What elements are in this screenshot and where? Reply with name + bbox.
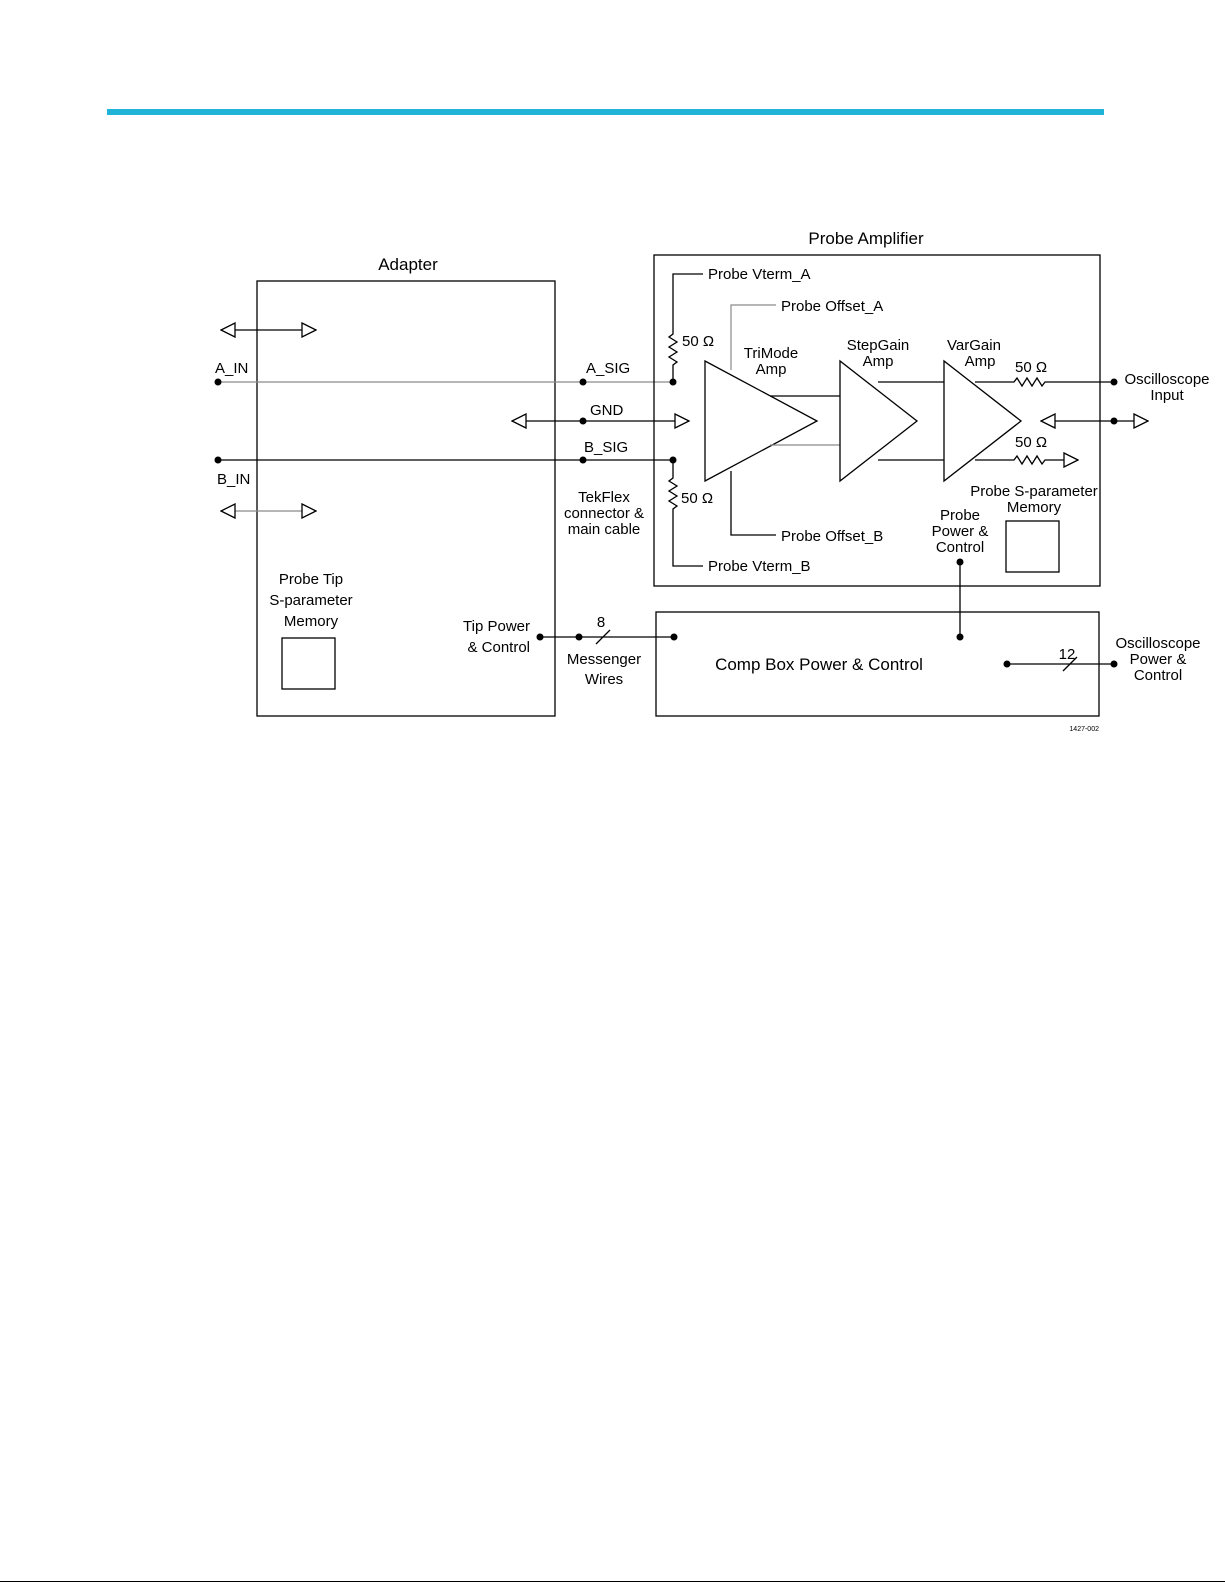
messenger-count: 8 bbox=[597, 614, 605, 631]
vterm-a-node bbox=[669, 378, 677, 386]
b-in-label: B_IN bbox=[217, 471, 250, 488]
vterm-b-wire bbox=[667, 460, 703, 567]
header-rule bbox=[107, 109, 1104, 115]
tekflex-label-1: TekFlex bbox=[578, 489, 630, 506]
probe-tip-memory-label-2: S-parameter bbox=[269, 592, 352, 609]
probe-power-label-3: Control bbox=[936, 539, 984, 556]
vterm-a-label: Probe Vterm_A bbox=[708, 266, 811, 283]
tekflex-label-3: main cable bbox=[568, 521, 641, 538]
messenger-label-1: Messenger bbox=[567, 651, 641, 668]
output-bottom-wire bbox=[975, 456, 1078, 464]
tip-power-label-2: & Control bbox=[467, 639, 530, 656]
osc-power-label-3: Control bbox=[1134, 667, 1182, 684]
osc-power-label-1: Oscilloscope bbox=[1115, 635, 1200, 652]
vargain-label-2: Amp bbox=[965, 353, 996, 370]
osc-input-label-2: Input bbox=[1150, 387, 1184, 404]
stepgain-label-2: Amp bbox=[863, 353, 894, 370]
a-in-label: A_IN bbox=[215, 360, 248, 377]
osc-input-node bbox=[1110, 378, 1118, 386]
stepgain-amp bbox=[839, 359, 919, 483]
comp-box-title: Comp Box Power & Control bbox=[715, 655, 923, 674]
trimode-label-2: Amp bbox=[756, 361, 787, 378]
probe-tip-memory-chip bbox=[281, 637, 336, 690]
output-top-wire bbox=[975, 376, 1114, 388]
comp-box-bus-count: 12 bbox=[1059, 646, 1076, 663]
sparam-memory-chip bbox=[1005, 520, 1060, 573]
b-sig-label: B_SIG bbox=[584, 439, 628, 456]
probe-tip-memory-label-3: Memory bbox=[284, 613, 339, 630]
offset-b-wire bbox=[730, 471, 776, 536]
b-in-node bbox=[214, 456, 222, 464]
stepgain-label-1: StepGain bbox=[847, 337, 910, 354]
messenger-node bbox=[575, 633, 583, 641]
gnd-node bbox=[579, 417, 587, 425]
tekflex-label-2: connector & bbox=[564, 505, 644, 522]
probe-power-label-1: Probe bbox=[940, 507, 980, 524]
a-sig-label: A_SIG bbox=[586, 360, 630, 377]
trimode-label-1: TriMode bbox=[744, 345, 798, 362]
a-sig-node bbox=[579, 378, 587, 386]
osc-power-node bbox=[1110, 660, 1118, 668]
osc-input-label-1: Oscilloscope bbox=[1124, 371, 1209, 388]
adapter-title: Adapter bbox=[378, 255, 438, 274]
vargain-amp bbox=[943, 359, 1023, 483]
trimode-amp bbox=[704, 359, 819, 483]
sparam-memory-label-2: Memory bbox=[1007, 499, 1062, 516]
offset-a-label: Probe Offset_A bbox=[781, 298, 883, 315]
vterm-b-label: Probe Vterm_B bbox=[708, 558, 811, 575]
a-in-node bbox=[214, 378, 222, 386]
messenger-label-2: Wires bbox=[585, 671, 623, 688]
offset-a-wire bbox=[730, 304, 776, 370]
probe-amplifier-title: Probe Amplifier bbox=[808, 229, 924, 248]
out-res-bottom-label: 50 Ω bbox=[1015, 434, 1047, 451]
osc-power-label-2: Power & bbox=[1130, 651, 1187, 668]
osc-ground-node bbox=[1110, 417, 1118, 425]
vargain-label-1: VarGain bbox=[947, 337, 1001, 354]
footer-rule bbox=[0, 1581, 1225, 1582]
gnd-label: GND bbox=[590, 402, 624, 419]
probe-tip-memory-label-1: Probe Tip bbox=[279, 571, 343, 588]
res-a-label: 50 Ω bbox=[682, 333, 714, 350]
out-res-top-label: 50 Ω bbox=[1015, 359, 1047, 376]
probe-power-node-bottom bbox=[956, 633, 964, 641]
sparam-memory-label-1: Probe S-parameter bbox=[970, 483, 1098, 500]
b-sig-node bbox=[579, 456, 587, 464]
tip-power-node bbox=[536, 633, 544, 641]
comp-box-bus-node bbox=[1003, 660, 1011, 668]
vterm-a-wire bbox=[667, 273, 703, 382]
vterm-b-node bbox=[669, 456, 677, 464]
messenger-bus-slash bbox=[595, 629, 611, 645]
tip-power-label-1: Tip Power bbox=[463, 618, 530, 635]
offset-b-label: Probe Offset_B bbox=[781, 528, 883, 545]
adapter-box bbox=[256, 280, 556, 717]
comp-box-in-node bbox=[670, 633, 678, 641]
comp-box-bus-slash bbox=[1062, 656, 1078, 672]
probe-power-label-2: Power & bbox=[932, 523, 989, 540]
figure-id: 1427-002 bbox=[1069, 726, 1099, 733]
res-b-label: 50 Ω bbox=[681, 490, 713, 507]
